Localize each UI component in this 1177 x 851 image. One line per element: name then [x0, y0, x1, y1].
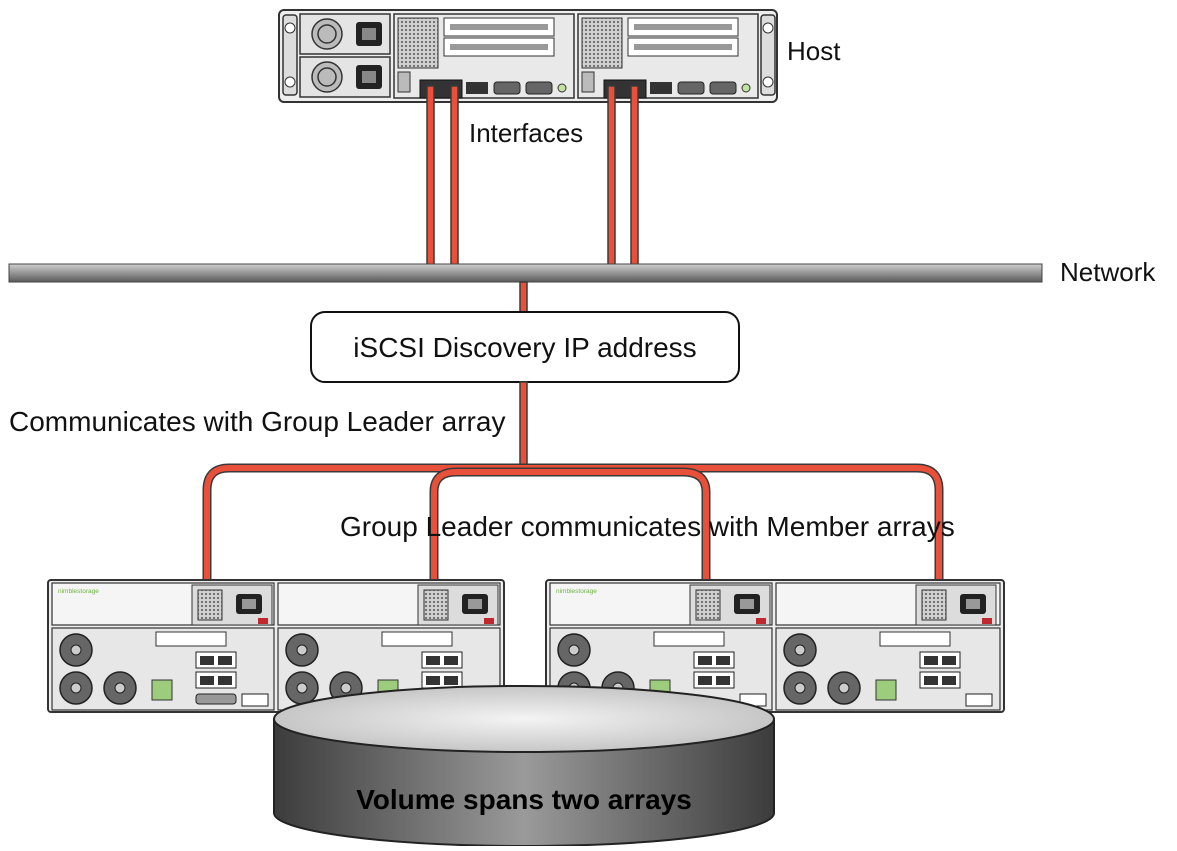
ethernet-port-icon: [195, 651, 463, 689]
discovery-ip-label: iSCSI Discovery IP address: [353, 332, 696, 363]
member-cables: [202, 463, 944, 655]
storage-array-2: nimblestorage: [545, 579, 1005, 713]
interface-cable-4: [630, 85, 639, 267]
storage-array-icon: [545, 579, 1005, 713]
communicates-label: Communicates with Group Leader array: [9, 406, 505, 437]
host-interface-cables: [426, 85, 639, 267]
network-cable: [519, 281, 528, 317]
leader-cable: [519, 381, 528, 469]
host-server: [278, 9, 778, 103]
interface-cable-3: [607, 85, 616, 267]
power-socket-icon: [236, 594, 488, 614]
array-2-brand: nimblestorage: [556, 588, 597, 595]
server-host-icon: [278, 9, 778, 103]
volume-cylinder-icon: [273, 685, 775, 847]
interface-cable-1: [426, 85, 435, 267]
volume-label: Volume spans two arrays: [356, 784, 692, 815]
interface-cable-2: [450, 85, 459, 267]
network-label: Network: [1060, 257, 1156, 287]
group-leader-label: Group Leader communicates with Member ar…: [340, 511, 955, 542]
array-1-brand: nimblestorage: [58, 588, 99, 595]
interfaces-label: Interfaces: [469, 118, 583, 148]
power-socket-icon: [734, 594, 986, 614]
host-label: Host: [787, 36, 841, 66]
ethernet-port-icon: [693, 651, 961, 689]
network-bar: [8, 263, 1043, 283]
